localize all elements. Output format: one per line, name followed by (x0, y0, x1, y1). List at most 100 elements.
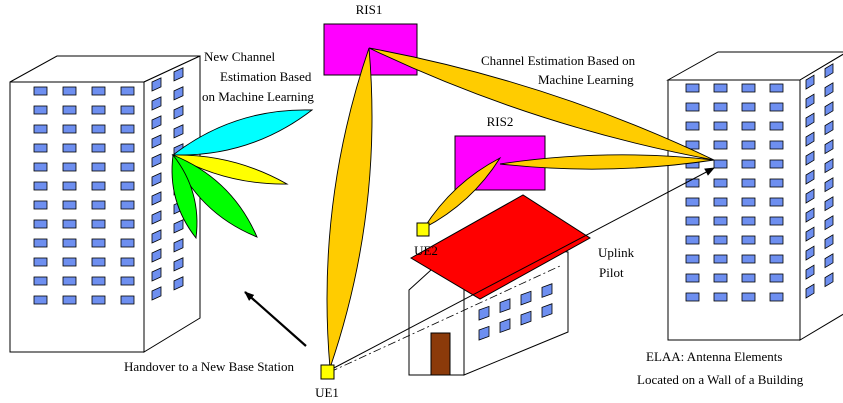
window (741, 83, 756, 93)
window (62, 295, 77, 305)
beam-new-green-2 (171, 153, 198, 240)
house-window (499, 298, 511, 314)
side-window (805, 207, 815, 223)
side-window (805, 169, 815, 185)
house (408, 194, 591, 376)
window (62, 181, 77, 191)
side-window (805, 150, 815, 166)
house-window (478, 305, 490, 321)
side-window (824, 234, 834, 250)
right-building (666, 51, 843, 341)
window (62, 276, 77, 286)
window (685, 197, 700, 207)
side-window (151, 96, 162, 111)
window (33, 105, 48, 115)
side-window (824, 63, 834, 79)
window (769, 235, 784, 245)
side-window (805, 112, 815, 128)
window (91, 86, 106, 96)
window (685, 83, 700, 93)
uplink-pilot-arrow (329, 167, 715, 371)
uplink-label-line1: Uplink (598, 245, 635, 260)
house-window (499, 318, 511, 334)
side-window (824, 177, 834, 193)
side-window (824, 272, 834, 288)
window (120, 143, 135, 153)
window (685, 102, 700, 112)
window (120, 276, 135, 286)
ue2-device (416, 222, 430, 237)
window (91, 200, 106, 210)
window (120, 238, 135, 248)
side-window (151, 229, 162, 244)
side-window (805, 283, 815, 299)
window (33, 257, 48, 267)
side-window (805, 188, 815, 204)
handover-arrow (244, 291, 307, 347)
window (741, 273, 756, 283)
ue1-label: UE1 (315, 385, 339, 400)
elaa-label-line2: Located on a Wall of a Building (637, 372, 804, 387)
side-window (173, 219, 184, 234)
window (120, 257, 135, 267)
window (62, 219, 77, 229)
window (120, 200, 135, 210)
window (120, 124, 135, 134)
side-window (173, 124, 184, 139)
window (685, 254, 700, 264)
window (33, 86, 48, 96)
window (33, 219, 48, 229)
side-window (824, 253, 834, 269)
ris2-label: RIS2 (487, 114, 514, 129)
elaa-label-line1: ELAA: Antenna Elements (646, 349, 782, 364)
window (62, 200, 77, 210)
house-window (520, 310, 532, 326)
ris1-label: RIS1 (356, 2, 383, 17)
window (33, 162, 48, 172)
window (91, 181, 106, 191)
window (769, 178, 784, 188)
side-window (173, 257, 184, 272)
window (33, 238, 48, 248)
side-window (805, 226, 815, 242)
side-window (151, 248, 162, 263)
window (685, 235, 700, 245)
beams (171, 47, 715, 369)
house-windows (478, 283, 553, 341)
side-window (173, 276, 184, 291)
window (741, 121, 756, 131)
window (769, 197, 784, 207)
window (91, 276, 106, 286)
side-window (151, 210, 162, 225)
window (91, 219, 106, 229)
handover-label: Handover to a New Base Station (124, 359, 295, 374)
window (685, 140, 700, 150)
side-window (151, 267, 162, 282)
channel-est-label-line1: Channel Estimation Based on (481, 53, 636, 68)
window (713, 102, 728, 112)
window (91, 124, 106, 134)
right-building-windows (685, 83, 784, 302)
window (91, 143, 106, 153)
window (713, 159, 728, 169)
house-window (541, 303, 553, 318)
window (62, 162, 77, 172)
window (91, 295, 106, 305)
side-window (151, 115, 162, 130)
window (33, 276, 48, 286)
beam-new-cyan (171, 109, 314, 156)
side-window (151, 191, 162, 206)
side-window (824, 215, 834, 231)
side-window (173, 238, 184, 253)
side-window (824, 158, 834, 174)
channel-est-label-line2: Machine Learning (538, 72, 634, 87)
side-window (151, 134, 162, 149)
uplink-label-line2: Pilot (599, 265, 624, 280)
side-window (824, 120, 834, 136)
side-window (824, 101, 834, 117)
window (62, 257, 77, 267)
window (120, 86, 135, 96)
window (713, 121, 728, 131)
house-roof (410, 194, 591, 300)
